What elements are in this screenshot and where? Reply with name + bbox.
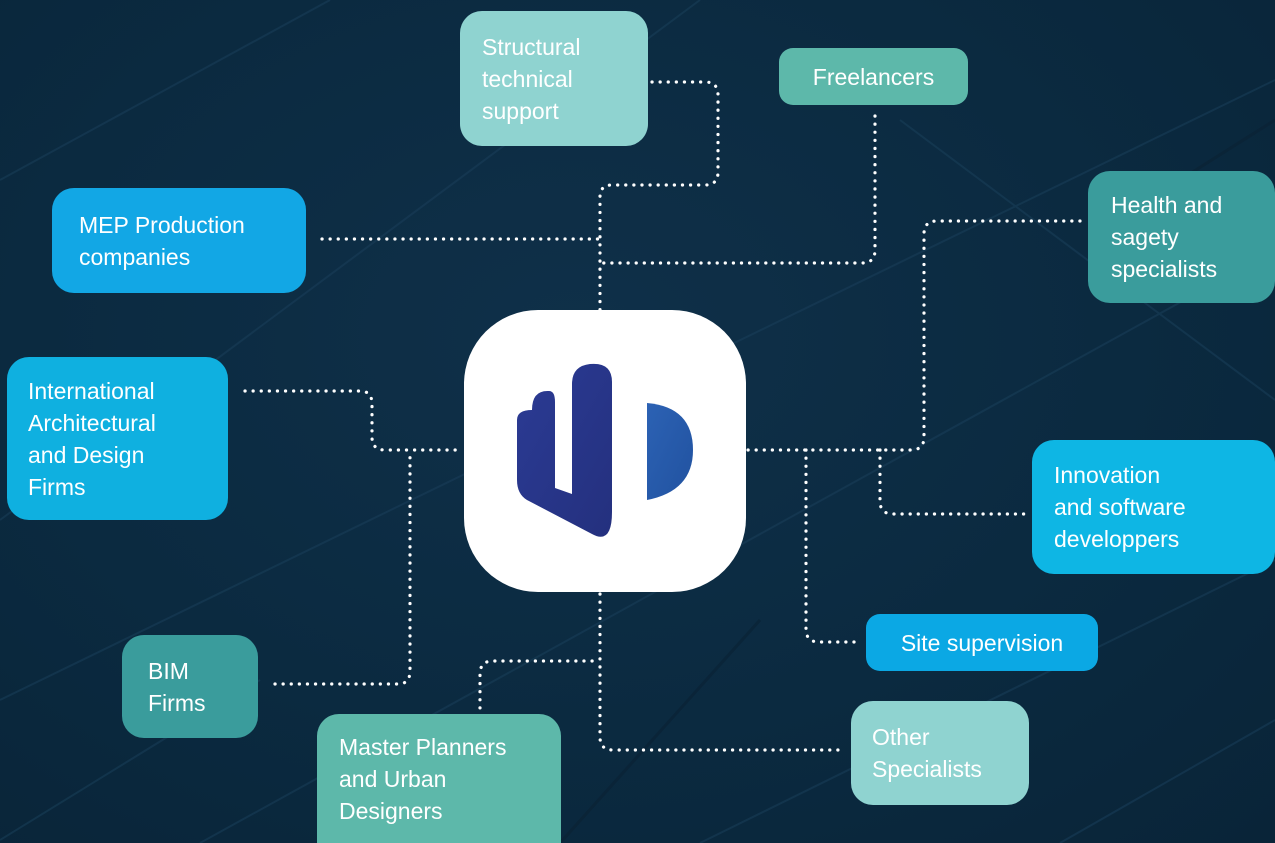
node-label: Master Planners and Urban Designers [339, 733, 507, 824]
connector-health [746, 219, 1082, 452]
node-innovation-software-developers[interactable]: Innovation and software developpers [1032, 440, 1275, 574]
node-label: Innovation and software developpers [1054, 462, 1186, 552]
node-label: International Architectural and Design F… [28, 377, 156, 500]
connector-other [598, 592, 840, 752]
connector-innovation [878, 448, 1028, 516]
connector-site [804, 448, 864, 644]
connector-international [243, 389, 464, 452]
node-site-supervision[interactable]: Site supervision [866, 614, 1098, 671]
node-freelancers[interactable]: Freelancers [779, 48, 968, 105]
node-label: Other Specialists [872, 724, 982, 782]
node-label: Site supervision [900, 629, 1064, 656]
node-label: Structural technical support [482, 33, 581, 124]
node-mep-production-companies[interactable]: MEP Production companies [52, 188, 306, 293]
node-health-and-safety-specialists[interactable]: Health and sagety specialists [1088, 171, 1275, 303]
node-international-architectural-firms[interactable]: International Architectural and Design F… [7, 357, 228, 520]
connector-structural [598, 80, 720, 314]
node-label: MEP Production companies [79, 211, 245, 270]
ud-logo-icon [517, 363, 693, 537]
logo-left-stroke [517, 363, 612, 537]
node-bim-firms[interactable]: BIM Firms [122, 635, 258, 738]
node-label: BIM Firms [148, 657, 206, 716]
connector-freelancers [598, 114, 877, 265]
logo-right-stroke [647, 403, 693, 500]
connector-master [478, 659, 602, 718]
node-other-specialists[interactable]: Other Specialists [851, 701, 1029, 805]
center-logo-card[interactable] [464, 310, 746, 592]
node-label: Freelancers [812, 63, 935, 90]
node-label: Health and sagety specialists [1111, 192, 1223, 282]
connector-bim [273, 448, 412, 686]
node-master-planners-urban-designers[interactable]: Master Planners and Urban Designers [317, 714, 561, 843]
node-structural-technical-support[interactable]: Structural technical support [460, 11, 648, 146]
